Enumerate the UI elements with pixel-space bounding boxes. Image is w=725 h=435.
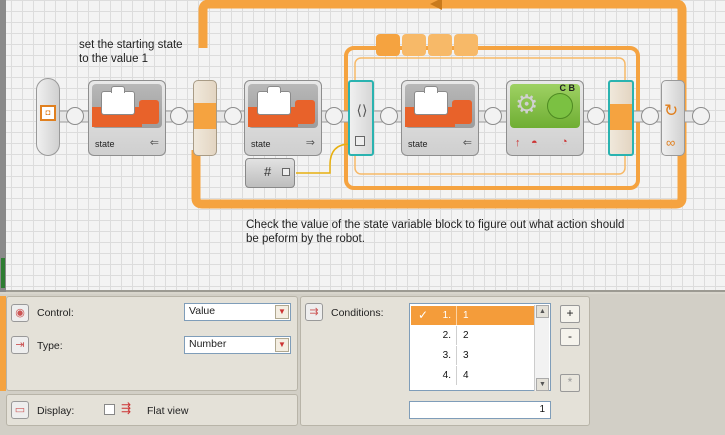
read-arrow-icon: ⇒ bbox=[305, 137, 315, 149]
comment-line: Check the value of the state variable bl… bbox=[246, 219, 625, 231]
variable-block-1[interactable]: state ⇐ bbox=[88, 80, 166, 156]
move-block[interactable]: ⚙ C B ↑ ◓ ◔ bbox=[506, 80, 584, 156]
condition-value: 4 bbox=[463, 370, 469, 381]
program-start-block[interactable]: ◘ bbox=[36, 78, 60, 156]
type-value: Number bbox=[189, 338, 227, 350]
start-icon: ◘ bbox=[40, 105, 56, 121]
direction-up-icon: ↑ bbox=[515, 137, 521, 149]
beam-hub bbox=[170, 107, 188, 125]
motor-circle-icon bbox=[547, 93, 573, 119]
variable-block-2[interactable]: state ⇒ bbox=[244, 80, 322, 156]
motor-ports-label: C B bbox=[559, 83, 576, 93]
flat-view-checkbox[interactable] bbox=[104, 404, 115, 415]
display-section bbox=[6, 394, 298, 426]
program-canvas[interactable]: set the starting state to the value 1 Ch… bbox=[0, 0, 725, 292]
beam-hub bbox=[587, 107, 605, 125]
number-type-icon: # bbox=[264, 164, 272, 179]
variable-block-label: state bbox=[408, 139, 428, 149]
flat-view-label: Flat view bbox=[147, 405, 189, 417]
condition-row-2[interactable]: 2. 2 bbox=[411, 326, 535, 345]
type-dropdown[interactable]: Number ▼ bbox=[184, 336, 291, 354]
briefcase-icon bbox=[414, 86, 448, 115]
beam-hub bbox=[66, 107, 84, 125]
flat-view-icon: ⇶ bbox=[121, 401, 132, 415]
control-label: Control: bbox=[37, 307, 74, 319]
control-dropdown[interactable]: Value ▼ bbox=[184, 303, 291, 321]
condition-value: 2 bbox=[463, 330, 469, 341]
comment-line: to the value 1 bbox=[79, 53, 149, 65]
infinity-icon: ∞ bbox=[666, 135, 676, 150]
conditions-icon: ⇉ bbox=[305, 303, 323, 321]
condition-row-4[interactable]: 4. 4 bbox=[411, 366, 535, 385]
set-default-button[interactable]: * bbox=[560, 374, 580, 392]
type-icon: ⇥ bbox=[11, 336, 29, 354]
switch-data-plug[interactable] bbox=[355, 136, 365, 146]
variable-data-hub[interactable]: # bbox=[245, 158, 295, 188]
beam-hub bbox=[484, 107, 502, 125]
panel-accent-bar bbox=[0, 296, 6, 391]
condition-value: 1 bbox=[463, 310, 469, 321]
condition-row-3[interactable]: 3. 3 bbox=[411, 346, 535, 365]
configuration-panel: ◉ Control: Value ▼ ⇥ Type: Number ▼ ▭ Di… bbox=[0, 294, 725, 435]
variable-block-3[interactable]: state ⇐ bbox=[401, 80, 479, 156]
variable-block-label: state bbox=[251, 139, 271, 149]
loop-begin-block[interactable] bbox=[193, 80, 217, 156]
conditions-list[interactable]: ✓ 1. 1 2. 2 3. 3 4. 4 ▲ ▼ bbox=[409, 303, 551, 391]
comment-line: set the starting state bbox=[79, 39, 183, 51]
loop-end-block[interactable]: ↻ ∞ bbox=[661, 80, 685, 156]
duration-icon: ◔ bbox=[561, 136, 568, 148]
scroll-up-icon[interactable]: ▲ bbox=[536, 305, 549, 318]
condition-number: 2. bbox=[442, 330, 451, 341]
comment-line: be peform by the robot. bbox=[246, 233, 365, 245]
data-plug-icon[interactable] bbox=[282, 168, 290, 176]
briefcase-icon bbox=[101, 86, 135, 115]
condition-number: 4. bbox=[442, 370, 451, 381]
gear-icon: ⚙ bbox=[515, 89, 539, 119]
condition-number: 1. bbox=[442, 310, 451, 321]
remove-condition-button[interactable]: - bbox=[560, 328, 580, 346]
switch-exit-block[interactable] bbox=[608, 80, 634, 156]
beam-hub bbox=[692, 107, 710, 125]
write-arrow-icon: ⇐ bbox=[462, 137, 472, 149]
condition-value-text: 1 bbox=[539, 404, 545, 415]
scroll-down-icon[interactable]: ▼ bbox=[536, 378, 549, 391]
write-arrow-icon: ⇐ bbox=[149, 137, 159, 149]
chevron-down-icon[interactable]: ▼ bbox=[275, 305, 289, 319]
display-label: Display: bbox=[37, 405, 75, 417]
loop-arrows-icon: ↻ bbox=[664, 101, 679, 120]
add-condition-button[interactable]: + bbox=[560, 305, 580, 323]
canvas-left-edge bbox=[0, 0, 6, 292]
switch-icon: ⟨⟩ bbox=[356, 102, 368, 118]
conditions-scrollbar[interactable]: ▲ ▼ bbox=[534, 305, 549, 391]
condition-row-1[interactable]: ✓ 1. 1 bbox=[411, 306, 535, 325]
default-check-icon: ✓ bbox=[418, 308, 429, 322]
type-label: Type: bbox=[37, 340, 63, 352]
chevron-down-icon[interactable]: ▼ bbox=[275, 338, 289, 352]
condition-value: 3 bbox=[463, 350, 469, 361]
comment-start-state[interactable]: set the starting state to the value 1 bbox=[79, 38, 183, 66]
beam-hub bbox=[224, 107, 242, 125]
beam-hub bbox=[380, 107, 398, 125]
switch-entry-block[interactable]: ⟨⟩ bbox=[348, 80, 374, 156]
variable-block-label: state bbox=[95, 139, 115, 149]
control-value: Value bbox=[189, 305, 216, 317]
power-gauge-icon: ◓ bbox=[531, 137, 538, 149]
comment-check-value[interactable]: Check the value of the state variable bl… bbox=[246, 218, 624, 246]
beam-hub bbox=[325, 107, 343, 125]
condition-value-input[interactable]: 1 bbox=[409, 401, 551, 419]
control-icon: ◉ bbox=[11, 304, 29, 322]
briefcase-icon bbox=[257, 86, 291, 115]
condition-number: 3. bbox=[442, 350, 451, 361]
display-icon: ▭ bbox=[11, 401, 29, 419]
conditions-label: Conditions: bbox=[331, 307, 384, 319]
beam-hub bbox=[641, 107, 659, 125]
